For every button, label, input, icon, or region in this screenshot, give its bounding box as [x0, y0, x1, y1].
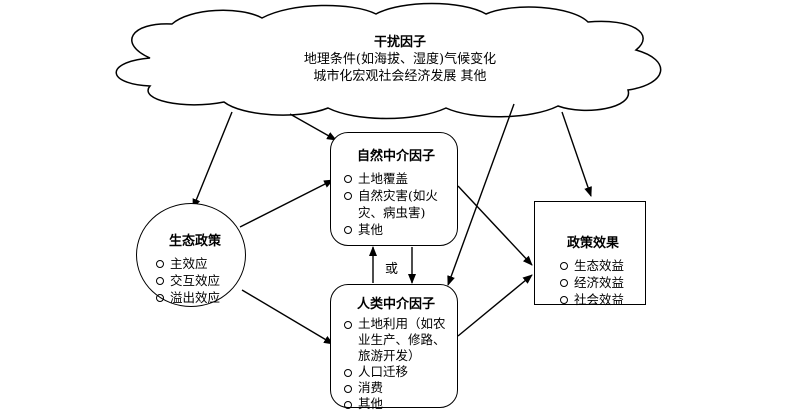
- interference-title: 干扰因子: [373, 35, 426, 50]
- policy-effect-box: 政策效果 生态效益 经济效益 社会效益: [534, 201, 646, 308]
- eco-item-interaction: 交互效应: [155, 272, 245, 289]
- eco-policy-title: 生态政策: [169, 234, 222, 249]
- natural-mediator-title: 自然中介因子: [356, 149, 435, 164]
- eco-policy-list: 主效应 交互效应 溢出效应: [155, 255, 245, 306]
- natural-mediator-list: 土地覆盖 自然灾害(如火灾、病虫害) 其他: [343, 170, 449, 238]
- effect-item-social: 社会效益: [559, 291, 645, 308]
- human-mediator-title: 人类中介因子: [356, 297, 435, 312]
- human-item-consumption: 消费: [343, 380, 449, 396]
- effect-item-econ: 经济效益: [559, 274, 645, 291]
- arrow-cloud-to-eco-policy: [192, 111, 233, 209]
- human-item-other: 其他: [343, 396, 449, 412]
- eco-item-spillover: 溢出效应: [155, 289, 245, 306]
- eco-item-main: 主效应: [155, 255, 245, 272]
- effect-item-eco: 生态效益: [559, 257, 645, 274]
- arrow-cloud-to-policy-effect: [561, 111, 592, 197]
- arrow-eco-to-human: [241, 289, 334, 345]
- arrow-cloud-to-natural: [289, 113, 337, 141]
- interference-cloud: [115, 2, 662, 120]
- policy-effect-list: 生态效益 经济效益 社会效益: [559, 257, 645, 308]
- natural-item-disaster: 自然灾害(如火灾、病虫害): [343, 187, 449, 221]
- arrow-human-to-effect: [457, 274, 533, 337]
- arrow-natural-to-effect: [457, 185, 533, 266]
- human-mediator-list: 土地利用（如农业生产、修路、旅游开发） 人口迁移 消费 其他: [343, 316, 449, 412]
- interference-line-2: 城市化宏观社会经济发展 其他: [313, 69, 487, 84]
- human-mediator-box: 人类中介因子 土地利用（如农业生产、修路、旅游开发） 人口迁移 消费 其他: [330, 284, 458, 411]
- policy-effect-title: 政策效果: [567, 236, 620, 251]
- natural-item-other: 其他: [343, 221, 449, 238]
- human-item-land-use: 土地利用（如农业生产、修路、旅游开发）: [343, 316, 449, 364]
- natural-item-land-cover: 土地覆盖: [343, 170, 449, 187]
- arrow-cloud-to-human: [447, 103, 515, 286]
- eco-policy-ellipse: 生态政策 主效应 交互效应 溢出效应: [136, 203, 246, 307]
- human-item-migration: 人口迁移: [343, 364, 449, 380]
- natural-mediator-box: 自然中介因子 土地覆盖 自然灾害(如火灾、病虫害) 其他: [330, 132, 458, 246]
- interference-line-1: 地理条件(如海拔、湿度)气候变化: [303, 52, 497, 67]
- interference-text: 干扰因子 地理条件(如海拔、湿度)气候变化 城市化宏观社会经济发展 其他: [0, 34, 800, 85]
- arrow-eco-to-natural: [239, 179, 334, 228]
- or-label: 或: [385, 262, 399, 277]
